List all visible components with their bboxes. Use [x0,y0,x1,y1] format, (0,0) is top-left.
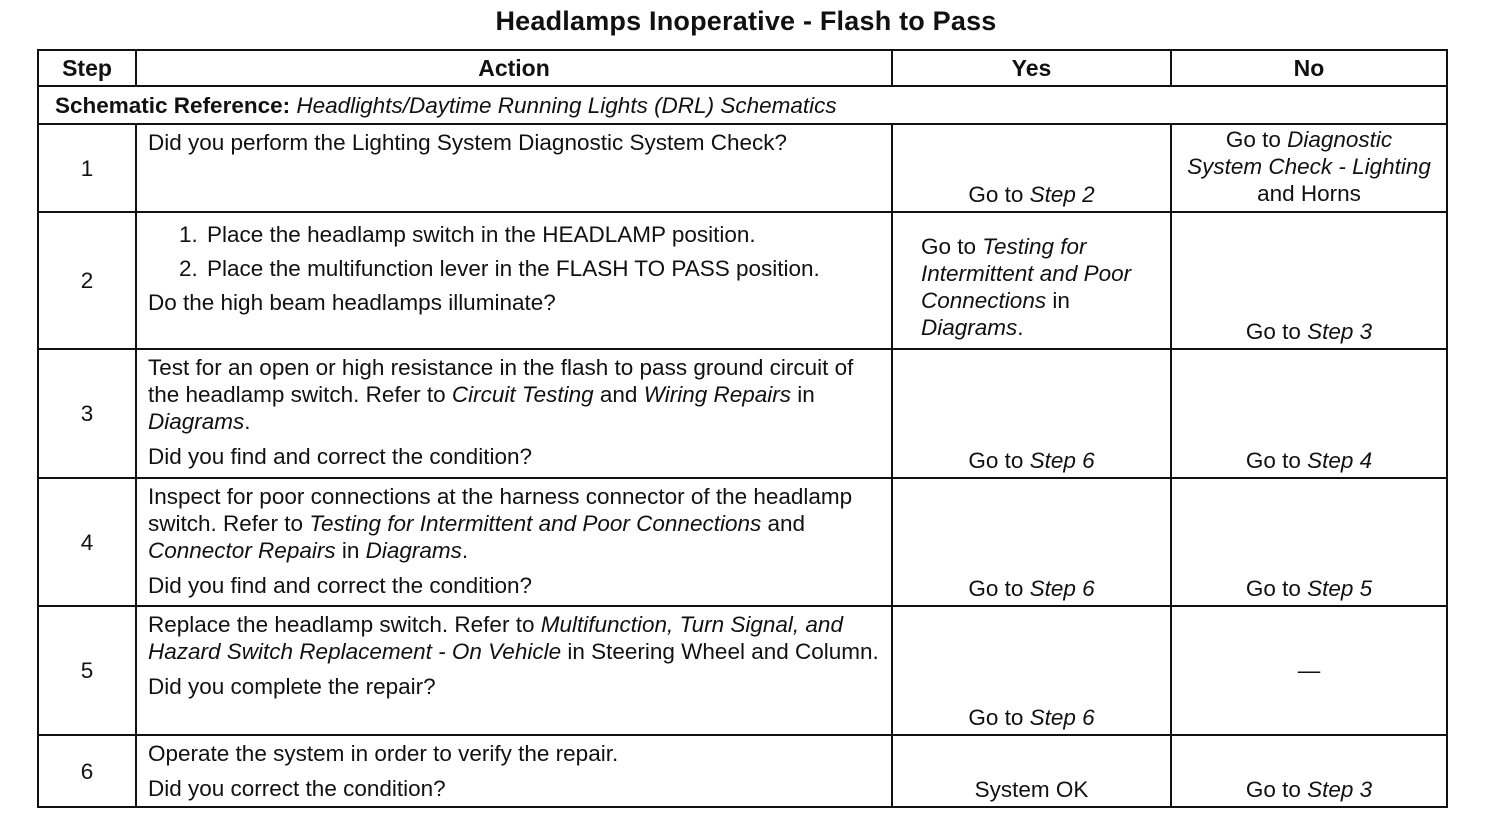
action-ref: Multifunction, Turn Signal, and Hazard S… [148,612,843,664]
action-text-b: in Steering Wheel and Column. [561,639,879,664]
yes-step-ref: Step 6 [1029,705,1095,730]
no-cell: Go to Step 5 [1170,477,1448,607]
action-ref: Circuit Testing [451,382,594,407]
yes-text: Go to [968,576,1030,601]
action-cell: Replace the headlamp switch. Refer to Mu… [135,605,893,736]
action-text-b: and [593,382,644,407]
table-row: 5 Replace the headlamp switch. Refer to … [37,605,1448,736]
schematic-reference: Schematic Reference: Headlights/Daytime … [37,85,1448,125]
no-cell: Go to Step 4 [1170,348,1448,479]
action-ref: Testing for Intermittent and Poor Connec… [309,511,762,536]
action-question: Do the high beam headlamps illuminate? [148,290,556,315]
no-step-ref: Step 3 [1307,777,1373,802]
action-text-c: in [791,382,815,407]
list-item: Place the multifunction lever in the FLA… [204,255,881,282]
diagnostic-table: Step Action Yes No Schematic Reference: … [37,49,1448,808]
action-cell: Place the headlamp switch in the HEADLAM… [135,211,893,350]
table-row: 1 Did you perform the Lighting System Di… [37,123,1448,213]
action-question: Did you find and correct the condition? [148,444,532,469]
action-text-d: . [244,409,251,434]
yes-text: Go to [968,448,1030,473]
dash-text: — [1297,658,1321,683]
action-text-c: in [335,538,366,563]
table-row: 6 Operate the system in order to verify … [37,734,1448,808]
yes-text: Go to [968,182,1030,207]
table-row: 4 Inspect for poor connections at the ha… [37,477,1448,607]
yes-step-ref: Step 6 [1029,576,1095,601]
no-text: Go to [1225,127,1288,152]
action-cell: Test for an open or high resistance in t… [135,348,893,479]
yes-cell: Go to Step 6 [891,605,1172,736]
list-item: Place the headlamp switch in the HEADLAM… [204,221,881,248]
action-text-d: . [461,538,469,563]
schematic-value: Headlights/Daytime Running Lights (DRL) … [296,92,837,118]
no-text: Go to [1245,448,1308,473]
action-text: Test for an open or high resistance in t… [148,354,881,435]
header-row: Step Action Yes No [37,49,1448,87]
action-list: Place the headlamp switch in the HEADLAM… [148,221,881,282]
table-row: 2 Place the headlamp switch in the HEADL… [37,211,1448,350]
action-text-a: Inspect for poor connections at the harn… [148,484,853,536]
no-cell: Go to Diagnostic System Check - Lighting… [1170,123,1448,213]
no-step-ref: Step 5 [1307,576,1373,601]
no-ref: Diagnostic System Check - Lighting [1187,127,1431,179]
action-question: Did you complete the repair? [148,674,436,699]
action-text-a: Replace the headlamp switch. Refer to [148,612,541,637]
action-text-a: Test for an open or high resistance in t… [148,355,854,407]
header-action: Action [135,49,893,87]
yes-ref: Testing for Intermittent and Poor Connec… [921,234,1132,313]
no-cell: Go to Step 3 [1170,734,1448,808]
page-title: Headlamps Inoperative - Flash to Pass [495,6,997,36]
no-text-post: and Horns [1257,181,1361,206]
yes-cell: Go to Testing for Intermittent and Poor … [891,211,1172,350]
no-cell: — [1170,605,1448,736]
action-ref: Wiring Repairs [643,382,792,407]
schematic-reference-row: Schematic Reference: Headlights/Daytime … [37,85,1448,125]
yes-ref-2: Diagrams [921,315,1018,340]
yes-text: System OK [974,777,1089,802]
no-text: Go to [1245,576,1308,601]
no-step-ref: Step 4 [1307,448,1373,473]
header-no: No [1170,49,1448,87]
action-text: Inspect for poor connections at the harn… [148,483,881,564]
action-cell: Inspect for poor connections at the harn… [135,477,893,607]
no-cell: Go to Step 3 [1170,211,1448,350]
yes-cell: Go to Step 6 [891,348,1172,479]
action-cell: Operate the system in order to verify th… [135,734,893,808]
action-question: Did you find and correct the condition? [148,573,532,598]
yes-cell: Go to Step 6 [891,477,1172,607]
step-number: 1 [37,123,137,213]
action-text: Did you perform the Lighting System Diag… [148,130,788,155]
yes-cell: System OK [891,734,1172,808]
table-row: 3 Test for an open or high resistance in… [37,348,1448,479]
action-text-b: and [761,511,806,536]
action-text: Replace the headlamp switch. Refer to Mu… [148,611,881,665]
no-text: Go to [1245,777,1308,802]
yes-step-ref: Step 6 [1029,448,1095,473]
header-yes: Yes [891,49,1172,87]
action-cell: Did you perform the Lighting System Diag… [135,123,893,213]
action-text: Operate the system in order to verify th… [148,741,619,766]
yes-text: Go to [968,705,1030,730]
step-number: 2 [37,211,137,350]
step-number: 4 [37,477,137,607]
yes-cell: Go to Step 2 [891,123,1172,213]
yes-text-mid: in [1046,288,1070,313]
no-text: Go to [1245,319,1308,344]
no-step-ref: Step 3 [1307,319,1373,344]
header-step: Step [37,49,137,87]
action-ref: Connector Repairs [148,538,336,563]
step-number: 3 [37,348,137,479]
action-ref: Diagrams [148,409,245,434]
yes-step-ref: Step 2 [1029,182,1095,207]
step-number: 6 [37,734,137,808]
yes-text-post: . [1017,315,1024,340]
action-ref: Diagrams [365,538,462,563]
yes-text: Go to [921,234,983,259]
step-number: 5 [37,605,137,736]
action-question: Did you correct the condition? [148,776,446,801]
schematic-label: Schematic Reference: [55,92,291,118]
